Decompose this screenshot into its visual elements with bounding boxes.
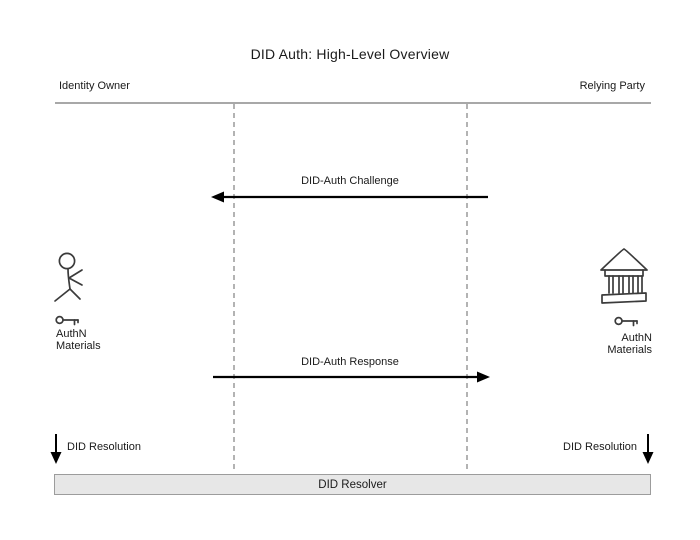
arrow-right-icon bbox=[213, 371, 490, 383]
person-icon bbox=[54, 252, 83, 302]
key-icon bbox=[55, 315, 79, 326]
authn-line2: Materials bbox=[56, 340, 101, 352]
message-challenge-label: DID-Auth Challenge bbox=[301, 175, 399, 187]
participant-identity-owner: Identity Owner bbox=[59, 80, 130, 92]
key-icon bbox=[614, 316, 638, 327]
authn-line1: AuthN bbox=[56, 328, 87, 340]
down-arrow-icon bbox=[642, 434, 654, 464]
lifeline-left bbox=[233, 104, 235, 470]
authn-materials-left: AuthN Materials bbox=[56, 328, 101, 352]
diagram-title: DID Auth: High-Level Overview bbox=[250, 46, 450, 62]
did-resolution-label-right: DID Resolution bbox=[563, 441, 637, 453]
down-arrow-icon bbox=[50, 434, 62, 464]
authn-line1: AuthN bbox=[621, 332, 652, 344]
participant-relying-party: Relying Party bbox=[579, 80, 645, 92]
did-resolver-label: DID Resolver bbox=[318, 478, 387, 491]
authn-materials-right: AuthN Materials bbox=[560, 332, 652, 356]
message-response-label: DID-Auth Response bbox=[301, 356, 399, 368]
bank-icon bbox=[600, 248, 648, 304]
did-resolution-label-left: DID Resolution bbox=[67, 441, 141, 453]
did-resolver-bar: DID Resolver bbox=[54, 474, 651, 495]
header-separator-line bbox=[55, 102, 651, 104]
authn-line2: Materials bbox=[607, 344, 652, 356]
arrow-left-icon bbox=[211, 191, 488, 203]
lifeline-right bbox=[466, 104, 468, 470]
